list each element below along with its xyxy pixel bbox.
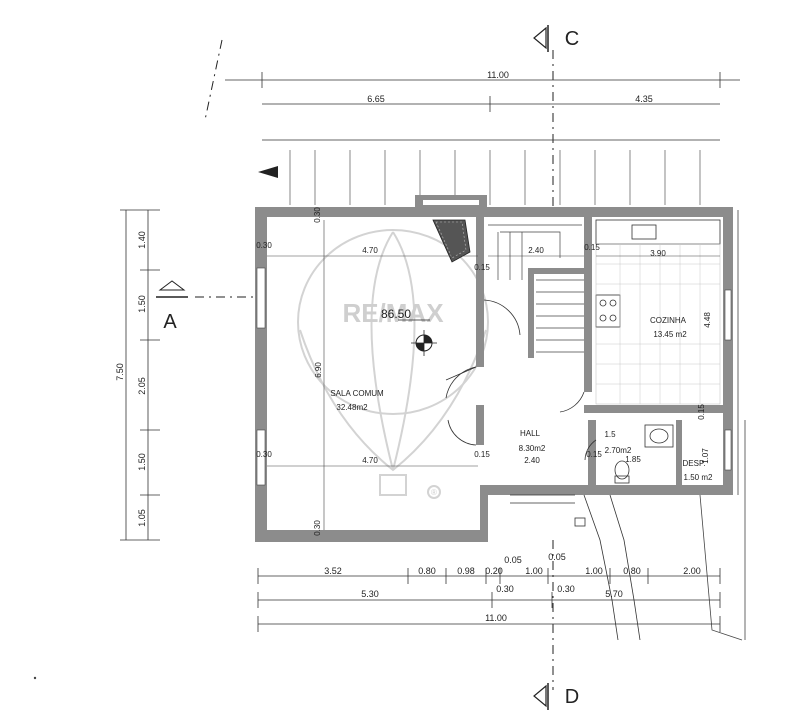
dim-bottom-1: 3.52	[324, 566, 342, 576]
kitchen-tiles	[596, 244, 720, 404]
dim-sala-height: 6.90	[314, 362, 323, 378]
dim-wall-030-c: 0.30	[313, 207, 322, 223]
kitchen-stove	[595, 294, 621, 328]
room-hall-area: 8.30m2	[519, 444, 546, 453]
entry-arrow-icon	[258, 166, 278, 178]
dim-wall-030-a: 0.30	[256, 241, 272, 250]
dim-bottom-2: 0.80	[418, 566, 436, 576]
dim-top-total: 11.00	[487, 70, 509, 80]
dim-left-2: 1.50	[137, 295, 147, 313]
dim-wc-height: 1.5	[604, 430, 616, 439]
dim-sala-bottom: 4.70	[362, 456, 378, 465]
dim-bottom-3: 0.98	[457, 566, 475, 576]
kitchen-sink	[631, 224, 657, 240]
top-dimensions: 11.00 6.65 4.35	[225, 70, 740, 141]
dim-bottom-6: 1.00	[585, 566, 603, 576]
dim-left-4: 1.50	[137, 453, 147, 471]
terrace-hatching	[289, 150, 701, 205]
dim-wall-015-c: 0.15	[584, 243, 600, 252]
entrance-steps	[510, 494, 641, 641]
interior-dimension-lines	[267, 220, 720, 530]
bottom-dimensions: 3.52 0.80 0.98 0.20 1.00 1.00 0.80 2.00 …	[257, 552, 721, 632]
dim-bottom2-1: 5.30	[361, 589, 379, 599]
room-sala-name: SALA COMUM	[330, 389, 384, 398]
dim-wall-015-b: 0.15	[474, 450, 490, 459]
room-wc-area: 2.70m2	[605, 446, 632, 455]
dim-bottom2-2: 0.30	[496, 584, 514, 594]
windows	[256, 267, 732, 486]
dim-bottom-8: 2.00	[683, 566, 701, 576]
dim-bottom-total: 11.00	[485, 613, 507, 623]
wc-toilet	[614, 460, 630, 480]
dim-bottom-small-2: 0.05	[548, 552, 566, 562]
section-label-a: A	[163, 311, 177, 333]
dim-des-height: 1.07	[701, 448, 710, 464]
wc-washbasin	[644, 424, 674, 448]
elevation-value: 86.50	[381, 307, 411, 321]
watermark-registered: ®	[431, 488, 437, 497]
room-cozinha-name: COZINHA	[650, 316, 687, 325]
doors	[445, 299, 597, 461]
dim-wall-030-d: 0.30	[313, 520, 322, 536]
section-line-diagonal	[204, 39, 223, 121]
dim-wall-015-e: 0.15	[697, 404, 706, 420]
dim-left-3: 2.05	[137, 377, 147, 395]
room-des-area: 1.50 m2	[684, 473, 713, 482]
dim-top-left: 6.65	[367, 94, 385, 104]
dim-cozinha-height: 4.48	[703, 312, 712, 328]
interior-walls	[476, 217, 724, 485]
dim-top-right: 4.35	[635, 94, 653, 104]
fireplace	[432, 219, 471, 263]
wc-fixtures	[614, 424, 674, 484]
dim-wall-030-b: 0.30	[256, 450, 272, 459]
section-label-d: D	[565, 686, 579, 708]
section-marker-a: A	[156, 280, 188, 333]
section-lines	[195, 39, 554, 690]
dim-wc-width: 1.85	[625, 455, 641, 464]
exterior-walls	[255, 195, 733, 542]
left-dimensions: 7.50 1.40 1.50 2.05 1.50 1.05	[115, 209, 160, 541]
dim-left-1: 1.40	[137, 231, 147, 249]
room-sala-area: 32.48m2	[336, 403, 368, 412]
room-hall-width: 2.40	[524, 456, 540, 465]
section-marker-c: C	[533, 25, 579, 52]
room-labels: SALA COMUM 32.48m2 COZINHA 13.45 m2 HALL…	[330, 316, 713, 482]
dim-bottom-5: 1.00	[525, 566, 543, 576]
dim-wall-015-a: 0.15	[474, 263, 490, 272]
watermark-text: RE/MAX	[342, 298, 444, 328]
dim-bottom-4: 0.20	[485, 566, 503, 576]
stray-mark	[33, 676, 37, 680]
right-side-lines	[699, 210, 746, 641]
kitchen-fixtures	[595, 219, 721, 405]
room-des-name: DESP.	[683, 459, 706, 468]
dim-wall-015-d: 0.15	[586, 450, 602, 459]
dim-bottom2-3: 0.30	[557, 584, 575, 594]
room-cozinha-area: 13.45 m2	[653, 330, 687, 339]
dim-left-total: 7.50	[115, 363, 125, 381]
dim-bottom-small-1: 0.05	[504, 555, 522, 565]
dim-bottom2-4: 5.70	[605, 589, 623, 599]
section-marker-d: D	[533, 683, 579, 710]
dim-bottom-7: 0.80	[623, 566, 641, 576]
elevation-marker: 86.50	[381, 307, 437, 356]
dim-left-5: 1.05	[137, 509, 147, 527]
section-label-c: C	[565, 28, 579, 50]
dim-sala-top: 4.70	[362, 246, 378, 255]
dim-stair-width: 2.40	[528, 246, 544, 255]
dim-cozinha-width: 3.90	[650, 249, 666, 258]
stairs	[488, 224, 584, 353]
watermark: RE/MAX ®	[297, 229, 489, 499]
interior-dimension-labels: 4.70 4.70 6.90 0.30 0.30 0.30 0.30 0.15 …	[256, 207, 712, 536]
room-hall-name: HALL	[520, 429, 541, 438]
